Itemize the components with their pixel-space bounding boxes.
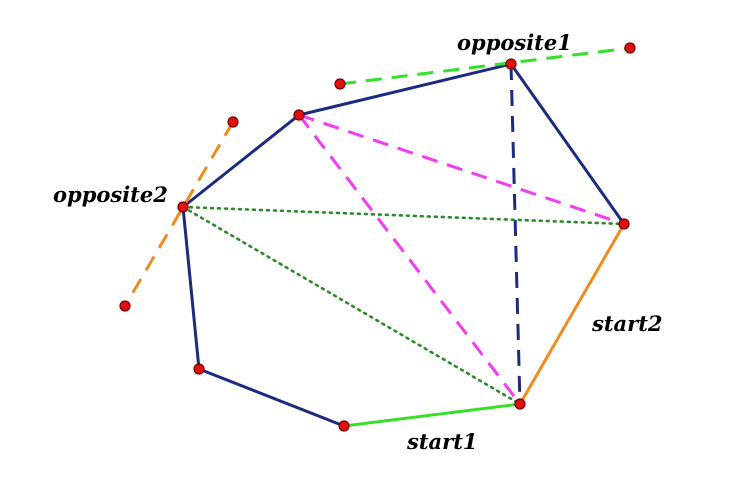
point-opp1-line-left	[334, 78, 346, 90]
point-right	[618, 218, 630, 230]
opposite1-support-line	[339, 46, 631, 86]
diagonal-top-to-bottom-right	[509, 63, 522, 405]
point-opposite2	[177, 201, 189, 213]
edge-left-to-bottom-left	[181, 205, 201, 371]
point-start-vertex	[514, 398, 526, 410]
point-bottom	[338, 420, 350, 432]
points	[119, 42, 636, 432]
label-start2: start2	[591, 311, 663, 336]
diagonal-top-left-to-bottom-right	[297, 114, 522, 405]
dotted-diagonals	[181, 205, 626, 406]
start1-edge	[342, 402, 522, 428]
magenta-diagonals	[297, 113, 625, 405]
diagonal-top-left-to-right	[298, 113, 625, 226]
edge-bottom-left-to-bottom	[197, 367, 346, 428]
edge-left-to-top-left	[181, 113, 301, 209]
point-opposite1	[505, 58, 517, 70]
polygon-edges	[181, 62, 626, 428]
edge-top-left-to-top	[297, 62, 513, 117]
diagonal-left-to-right	[181, 205, 626, 226]
label-opposite1: opposite1	[457, 30, 572, 55]
diagonal-left-to-bottom-right	[181, 205, 522, 406]
point-opp1-line-right	[624, 42, 636, 54]
label-start1: start1	[406, 429, 478, 454]
edge-top-to-right	[509, 62, 626, 226]
opposite2-support-line	[123, 121, 235, 307]
point-opp2-line-bottom	[119, 300, 131, 312]
point-opp2-line-top	[227, 116, 239, 128]
start2-edge	[518, 222, 626, 406]
label-opposite2: opposite2	[53, 182, 168, 207]
point-bottom-left	[193, 363, 205, 375]
point-top-left	[293, 109, 305, 121]
